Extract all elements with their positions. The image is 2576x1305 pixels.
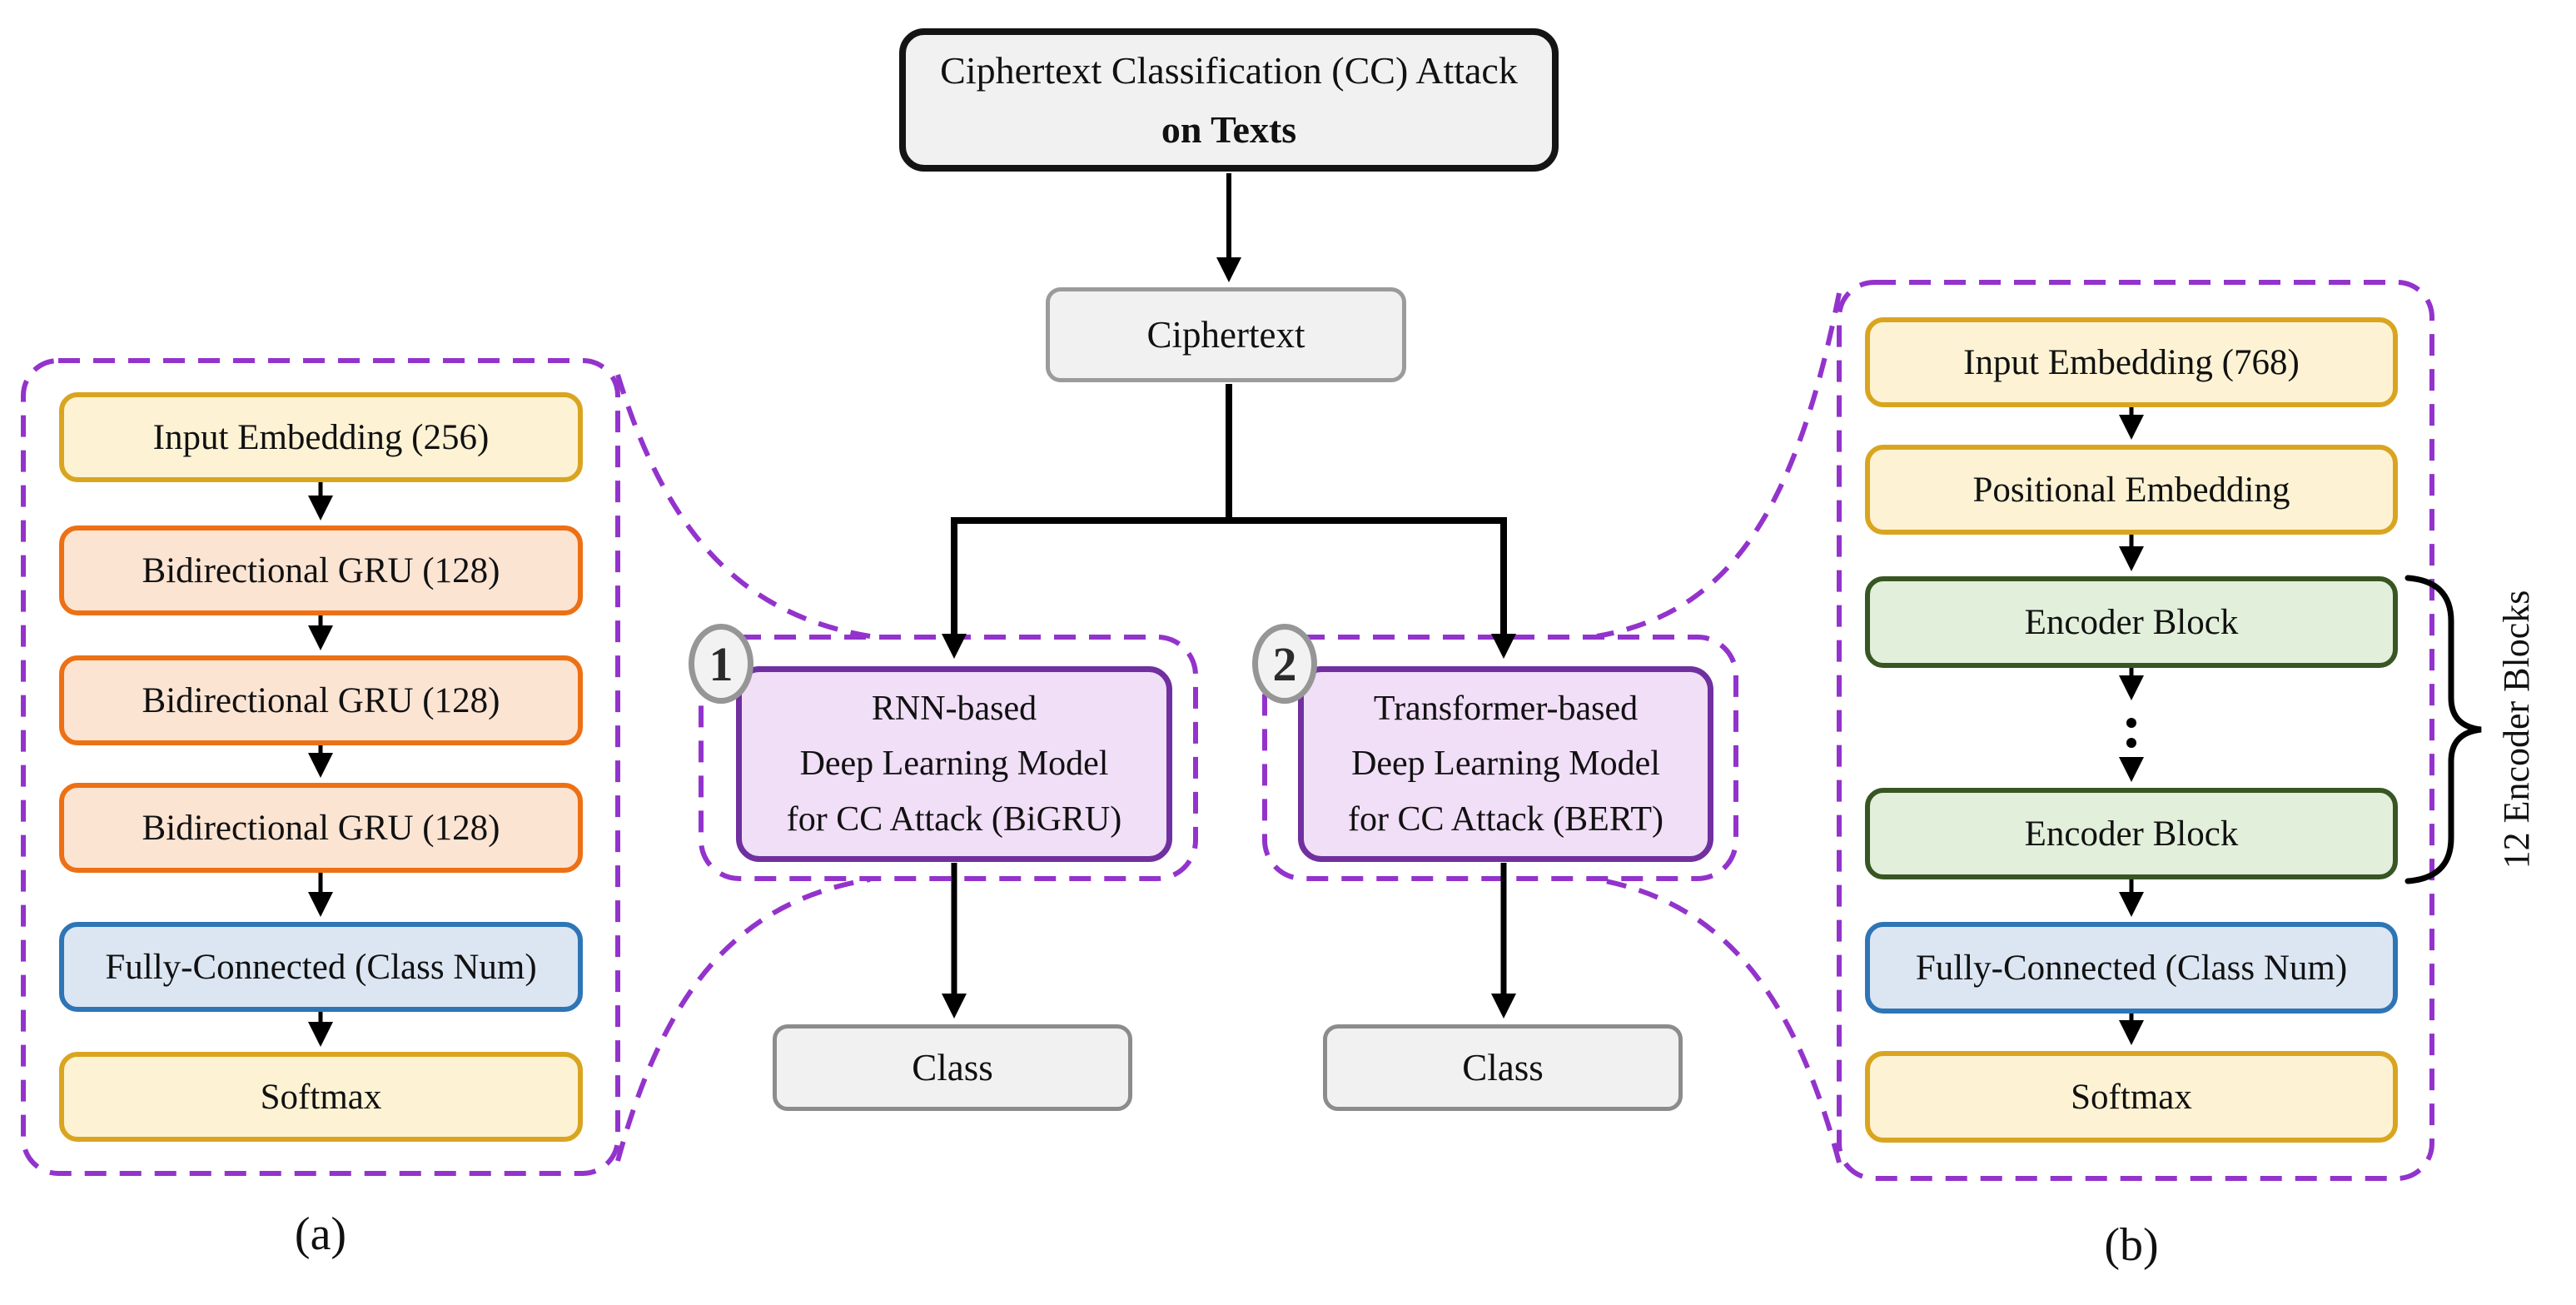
brace-label-text: 12 Encoder Blocks [2495, 590, 2537, 869]
panel-a-box6-label: Softmax [260, 1077, 382, 1117]
callout-curve-left-bottom [615, 877, 871, 1162]
panel-a-bigru1-box: Bidirectional GRU (128) [59, 525, 583, 615]
class-box-left: Class [773, 1024, 1132, 1111]
title-box: Ciphertext Classification (CC) Attack on… [899, 28, 1559, 172]
ellipsis-dot [2126, 718, 2136, 728]
bert-dashed-border [1262, 635, 1738, 881]
panel-a-box1-label: Input Embedding (256) [152, 417, 490, 457]
class-right-label: Class [1462, 1047, 1544, 1088]
ellipsis-dot [2126, 738, 2136, 748]
class-left-label: Class [912, 1047, 993, 1088]
panel-b-caption: (b) [2048, 1219, 2215, 1271]
model-box-bigru: RNN-based Deep Learning Model for CC Att… [736, 666, 1172, 862]
panel-a-caption-label: (a) [294, 1208, 347, 1260]
bert-line2: Deep Learning Model [1351, 745, 1660, 784]
callout-curve-left-top [615, 374, 871, 639]
panel-a-input-embedding-box: Input Embedding (256) [59, 392, 583, 482]
ciphertext-label: Ciphertext [1146, 314, 1305, 356]
panel-b-softmax-box: Softmax [1865, 1051, 2398, 1143]
panel-b-input-embedding-box: Input Embedding (768) [1865, 317, 2398, 407]
title-line2: on Texts [1161, 108, 1297, 151]
panel-a-box4-label: Bidirectional GRU (128) [142, 808, 500, 848]
panel-b-positional-embedding-box: Positional Embedding [1865, 445, 2398, 535]
panel-a-dashed-border [21, 358, 620, 1176]
branch-1-number: 1 [709, 636, 734, 691]
branch-2-badge: 2 [1252, 624, 1317, 704]
bigru-line2: Deep Learning Model [799, 745, 1109, 784]
panel-a-box3-label: Bidirectional GRU (128) [142, 680, 500, 720]
panel-a-bigru3-box: Bidirectional GRU (128) [59, 783, 583, 873]
panel-b-dashed-border [1837, 280, 2434, 1181]
panel-a-softmax-box: Softmax [59, 1052, 583, 1142]
panel-b-encoder-block-2-box: Encoder Block [1865, 788, 2398, 879]
branch-1-badge: 1 [689, 624, 753, 704]
panel-b-box4-label: Encoder Block [2024, 814, 2239, 854]
encoder-blocks-brace-label: 12 Encoder Blocks [2495, 563, 2537, 896]
bigru-line1: RNN-based [871, 689, 1037, 728]
panel-a-fully-connected-box: Fully-Connected (Class Num) [59, 922, 583, 1012]
panel-b-caption-label: (b) [2104, 1219, 2159, 1271]
bert-line1: Transformer-based [1373, 689, 1639, 728]
bigru-line3: for CC Attack (BiGRU) [786, 799, 1122, 839]
panel-b-box1-label: Input Embedding (768) [1963, 342, 2300, 382]
bigru-dashed-border [699, 635, 1198, 881]
panel-a-box2-label: Bidirectional GRU (128) [142, 550, 500, 590]
title-line1: Ciphertext Classification (CC) Attack [940, 48, 1518, 92]
callout-curve-right-bottom [1596, 877, 1842, 1163]
branch-2-number: 2 [1272, 636, 1297, 691]
model-box-bert: Transformer-based Deep Learning Model fo… [1298, 666, 1713, 862]
panel-a-caption: (a) [237, 1208, 404, 1260]
panel-b-box5-label: Fully-Connected (Class Num) [1915, 948, 2348, 988]
encoder-blocks-brace [2404, 575, 2482, 884]
panel-a-bigru2-box: Bidirectional GRU (128) [59, 655, 583, 745]
panel-b-box3-label: Encoder Block [2024, 602, 2239, 642]
callout-curve-right-top [1596, 292, 1842, 639]
panel-b-box6-label: Softmax [2071, 1077, 2192, 1117]
class-box-right: Class [1323, 1024, 1683, 1111]
panel-b-fully-connected-box: Fully-Connected (Class Num) [1865, 922, 2398, 1014]
panel-a-box5-label: Fully-Connected (Class Num) [105, 947, 537, 987]
panel-b-box2-label: Positional Embedding [1972, 470, 2290, 510]
ciphertext-box: Ciphertext [1046, 287, 1406, 382]
panel-b-encoder-block-1-box: Encoder Block [1865, 576, 2398, 668]
bert-line3: for CC Attack (BERT) [1348, 799, 1663, 839]
